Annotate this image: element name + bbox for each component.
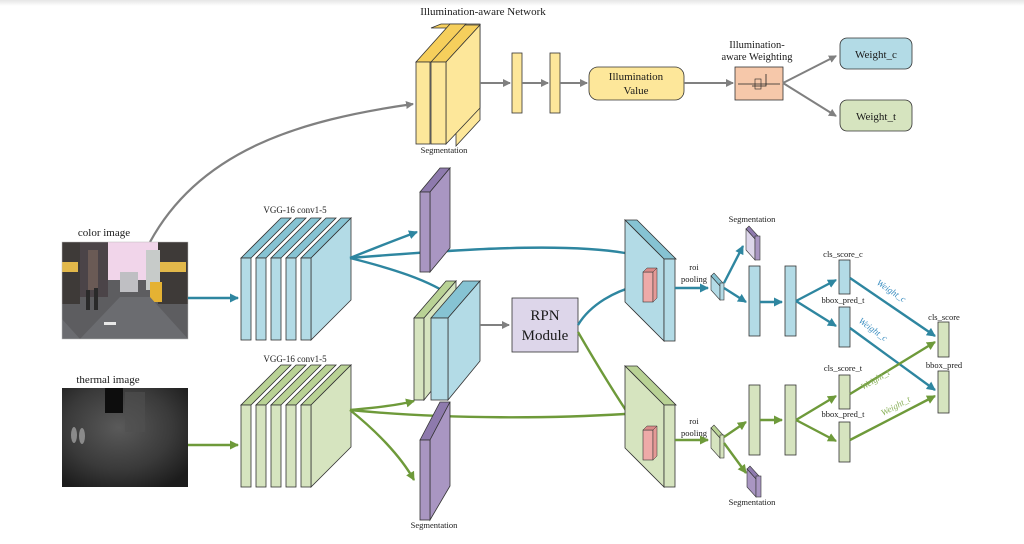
illumination-conv-block	[415, 23, 481, 148]
illumination-fc1	[511, 52, 523, 114]
cls-score-t-label: cls_score_t	[824, 363, 863, 373]
roi-feature-map-color	[624, 219, 677, 342]
edge-bbox-c-to-bbox-pred	[849, 327, 936, 391]
vgg-thermal-slab-1	[240, 364, 292, 488]
vgg-color-slab-1	[240, 217, 292, 341]
svg-text:Module: Module	[522, 328, 569, 344]
bbox-pred-label: bbox_pred	[926, 360, 963, 370]
vgg-color-slab-5	[300, 217, 352, 341]
pooled-feature-thermal	[710, 424, 725, 459]
fc1-color	[748, 265, 761, 337]
arrow-vgg-color-to-seg	[349, 230, 418, 260]
edge-label-weight-t-2: Weight_t	[879, 394, 912, 418]
roi-box-thermal	[642, 429, 654, 461]
edge-cls-c-to-cls-score	[849, 277, 936, 337]
bottom-head-segmentation-label: Segmentation	[729, 497, 776, 507]
thermal-image	[62, 388, 188, 487]
arrow-weighting-to-weight-c	[782, 55, 837, 84]
cls-score-t-box	[838, 374, 851, 410]
vgg-color-slab-4	[285, 217, 337, 341]
arrow-vgg-thermal-to-seg	[349, 409, 416, 481]
roi-pooling-label-top-2: pooling	[681, 274, 708, 284]
roi-pooling-label-top-1: roi	[689, 262, 699, 272]
arrow-pool-color-to-fc1	[723, 286, 747, 304]
weight-c-box: Weight_c	[839, 37, 913, 70]
arrow-pool-thermal-to-seg	[723, 442, 747, 474]
svg-text:Value: Value	[623, 85, 648, 97]
cls-score-c-label: cls_score_c	[823, 249, 863, 259]
fc2-thermal	[784, 384, 797, 456]
bbox-pred-bottom-box	[838, 421, 851, 463]
vgg-thermal-slab-2	[255, 364, 307, 488]
svg-text:Illumination: Illumination	[609, 71, 664, 83]
vgg-thermal-label: VGG-16 conv1-5	[263, 354, 327, 364]
top-head-segmentation-label: Segmentation	[729, 214, 776, 224]
arrow-pool-color-to-seg	[722, 245, 745, 284]
roi-pooling-label-bottom-2: pooling	[681, 428, 708, 438]
arrow-vgg-thermal-to-fusion	[349, 398, 415, 412]
arrow-vgg-color-to-roi	[349, 246, 626, 260]
cls-score-box	[937, 321, 950, 358]
vgg-color-slab-3	[270, 217, 322, 341]
segmentation-slab-color	[419, 166, 451, 274]
vgg-thermal-backbone	[240, 364, 352, 488]
pooled-feature-color	[710, 272, 725, 301]
roi-feature-map-thermal	[624, 365, 677, 488]
roi-pooling-label-bottom-1: roi	[689, 416, 699, 426]
arrow-fc2-to-bbox-t	[795, 418, 837, 443]
rpn-module-box: RPN Module	[511, 297, 579, 353]
illumination-segmentation-label: Segmentation	[421, 145, 468, 155]
head-segmentation-thermal	[746, 465, 762, 498]
arrow-weighting-to-weight-t	[782, 82, 837, 117]
bbox-pred-top-label: bbox_pred_t	[822, 295, 866, 305]
color-image-label: color image	[78, 227, 130, 239]
fc1-thermal	[748, 384, 761, 456]
illumination-value-box: Illumination Value	[588, 66, 685, 101]
weighting-function-icon	[754, 78, 762, 90]
arrow-color-to-illumination	[149, 101, 414, 243]
edge-cls-t-to-cls-score	[849, 340, 936, 396]
illumination-fc2	[549, 52, 561, 114]
vgg-color-slab-2	[255, 217, 307, 341]
arrow-vgg-thermal-to-roi	[349, 408, 626, 419]
roi-box-color	[642, 271, 654, 303]
edge-label-weight-c-1: Weight_c	[875, 277, 908, 304]
svg-text:Weight_c: Weight_c	[855, 49, 897, 61]
svg-text:RPN: RPN	[530, 308, 559, 324]
vgg-color-label: VGG-16 conv1-5	[263, 205, 327, 215]
vgg-thermal-slab-5	[300, 364, 352, 488]
fc2-color	[784, 265, 797, 337]
bbox-pred-top-box	[838, 306, 851, 348]
top-shadow-bar	[0, 0, 1024, 6]
thermal-image-label: thermal image	[76, 374, 139, 386]
weighting-label-line1: Illumination-	[729, 40, 785, 51]
arrow-fc2-to-bbox-c	[795, 299, 837, 328]
vgg-thermal-slab-4	[285, 364, 337, 488]
color-image	[61, 241, 189, 340]
illumination-weighting-box	[734, 66, 784, 101]
bottom-segmentation-label: Segmentation	[411, 520, 458, 530]
edge-label-weight-t-1: Weight_t	[859, 367, 892, 392]
cls-score-label: cls_score	[928, 312, 960, 322]
arrow-fc2-to-cls-t	[795, 394, 837, 422]
svg-text:Weight_t: Weight_t	[856, 111, 896, 123]
illumination-network-title: Illumination-aware Network	[420, 6, 546, 18]
edge-label-weight-c-2: Weight_c	[857, 316, 890, 344]
bbox-pred-bottom-label: bbox_pred_t	[822, 409, 866, 419]
head-segmentation-color	[745, 225, 761, 261]
weighting-label-line2: aware Weighting	[722, 52, 794, 63]
edge-bbox-t-to-bbox-pred	[849, 394, 936, 442]
feature-fusion-block	[413, 279, 481, 402]
vgg-thermal-slab-3	[270, 364, 322, 488]
weight-t-box: Weight_t	[839, 99, 913, 132]
arrow-fc2-to-cls-c	[795, 278, 837, 303]
cls-score-c-box	[838, 259, 851, 295]
bbox-pred-box	[937, 370, 950, 414]
segmentation-slab-thermal	[419, 401, 451, 522]
arrow-pool-thermal-to-fc1	[723, 421, 747, 438]
vgg-color-backbone	[240, 217, 352, 341]
